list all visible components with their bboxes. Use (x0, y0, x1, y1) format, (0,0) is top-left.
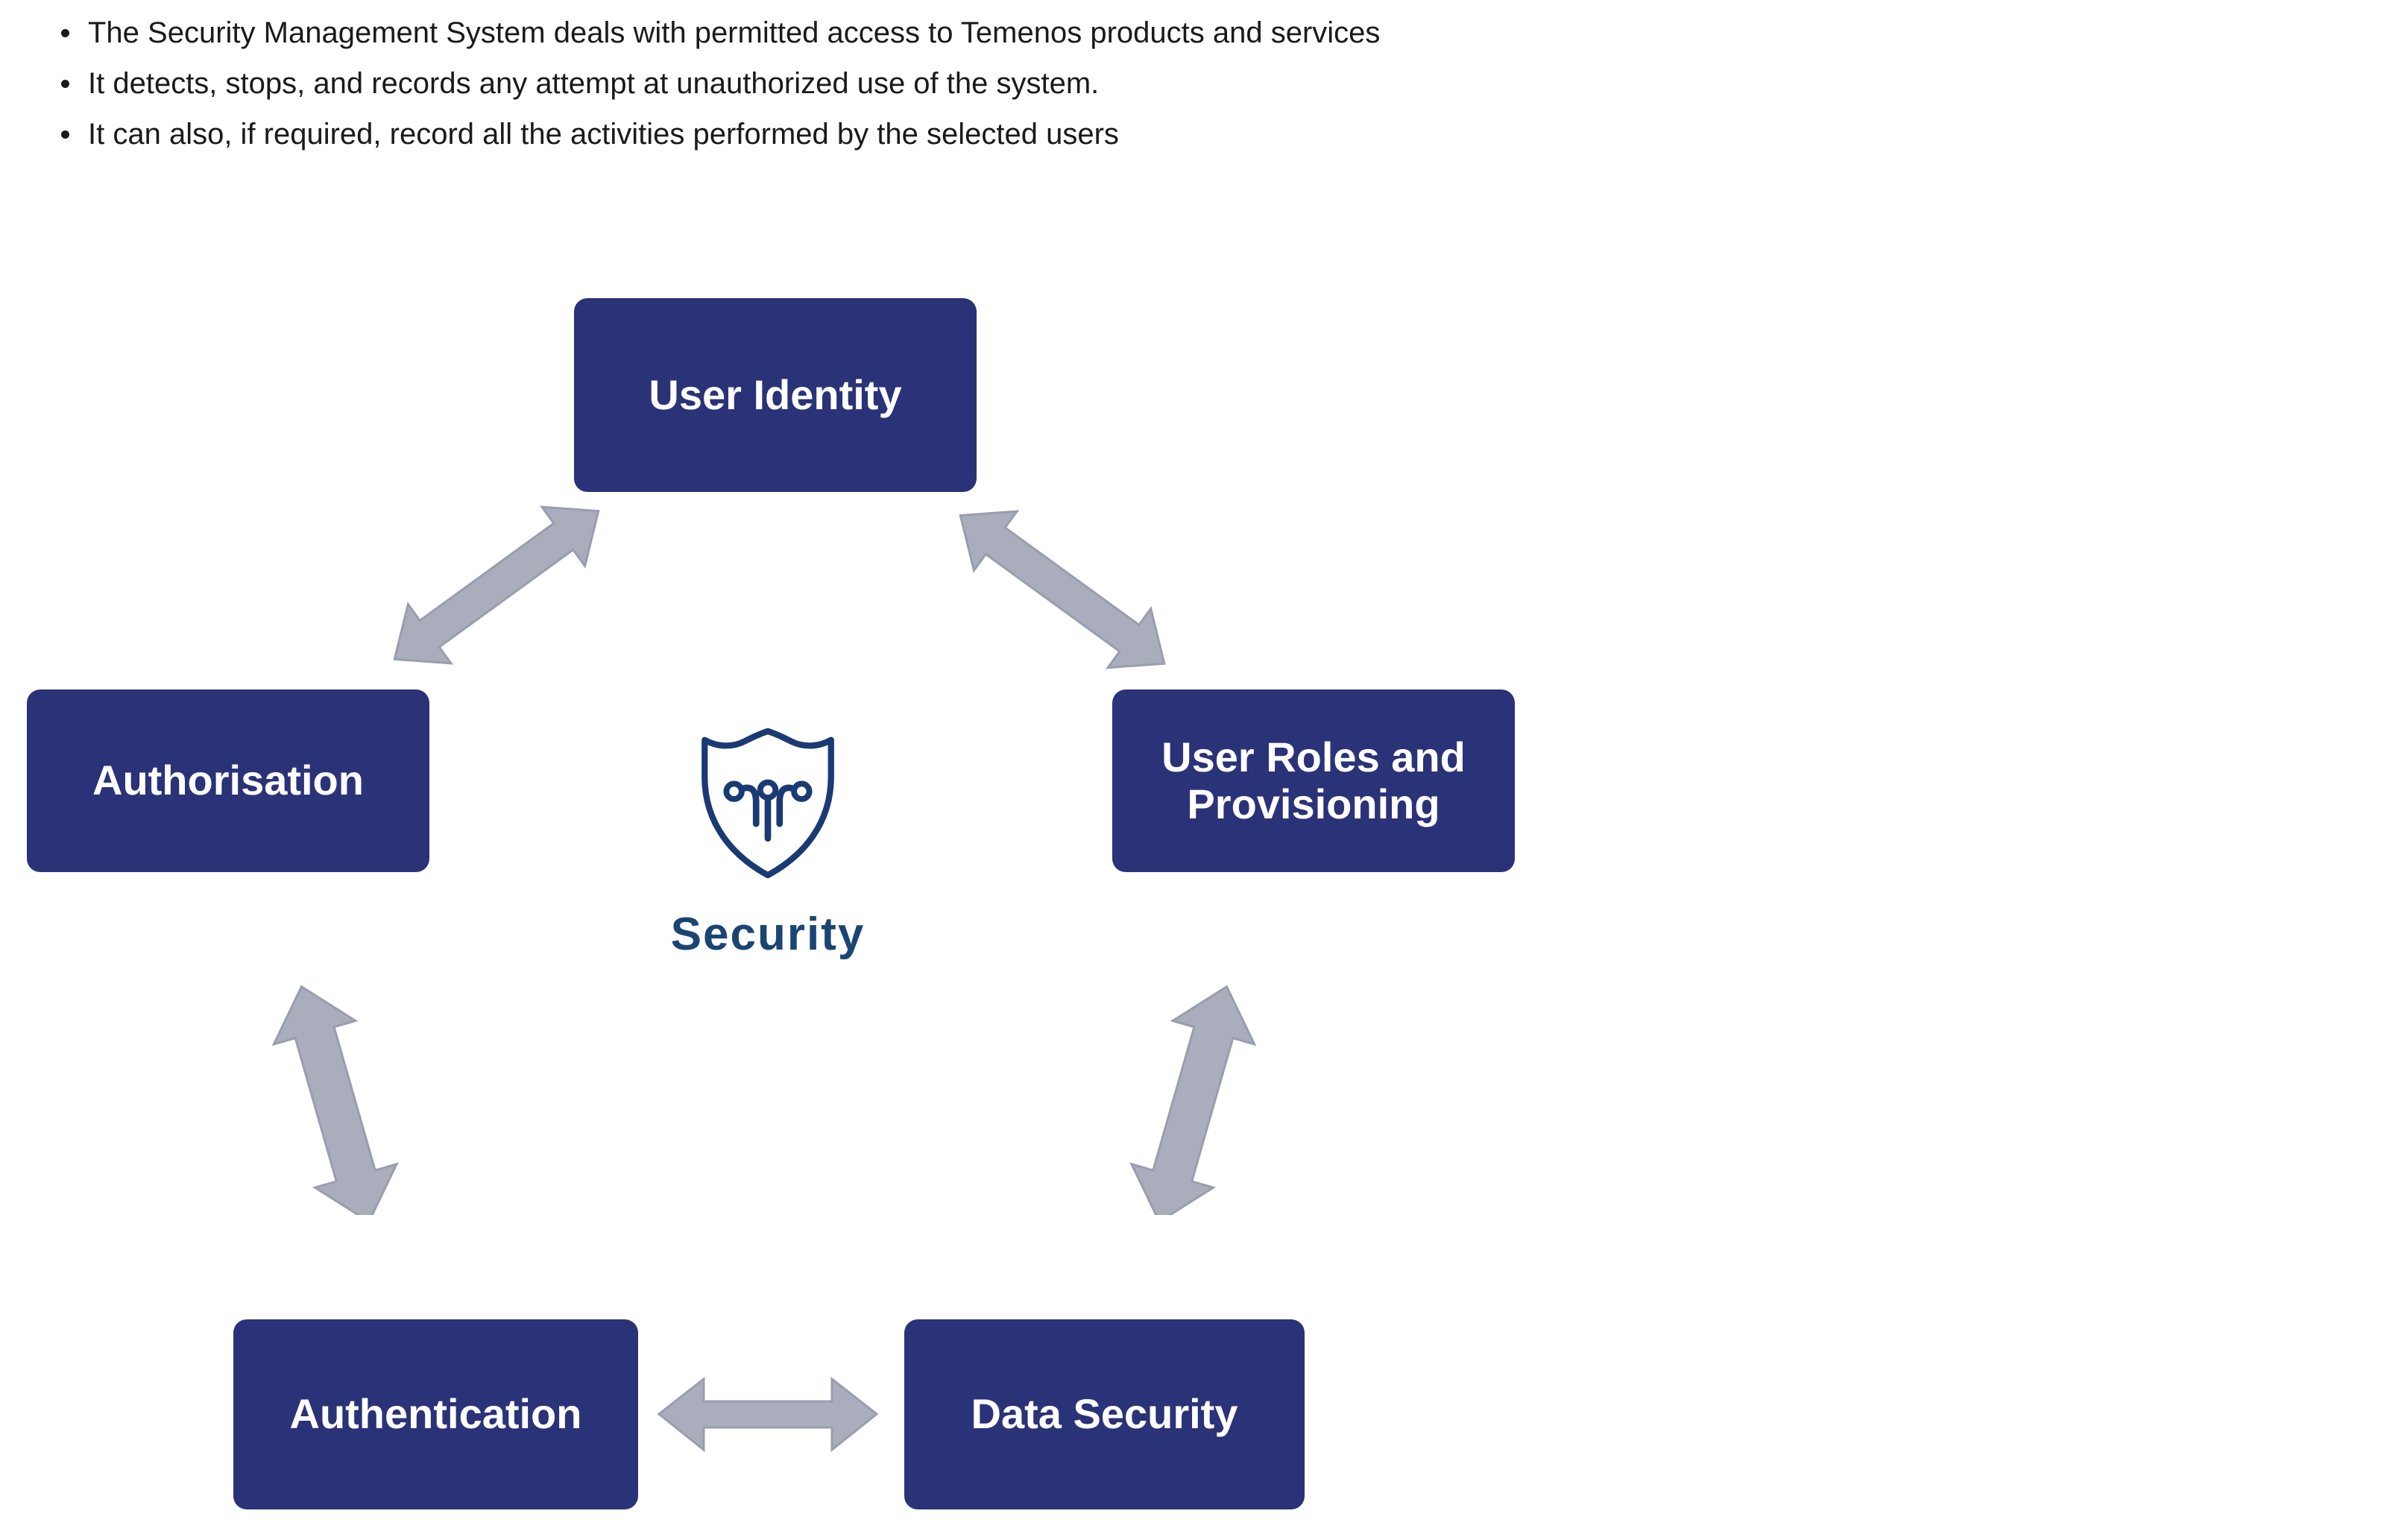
node-user-roles-and-provisioning[interactable]: User Roles and Provisioning (1112, 689, 1515, 872)
bullet-list-items: The Security Management System deals wit… (30, 7, 1968, 160)
shield-circuit-icon (701, 728, 834, 879)
diagram-centre: Security (611, 727, 924, 1010)
node-authentication[interactable]: Authentication (233, 1319, 638, 1509)
connector-authentication-authorisation (271, 985, 399, 1215)
node-label: Authentication (289, 1390, 582, 1438)
connector-data-security-user-roles (1129, 985, 1257, 1215)
connector-authentication-data-security (657, 1376, 879, 1453)
node-label: Data Security (971, 1390, 1238, 1438)
list-item: It detects, stops, and records any attem… (61, 58, 1968, 109)
list-item: The Security Management System deals wit… (61, 7, 1968, 58)
list-item: It can also, if required, record all the… (61, 109, 1968, 160)
centre-label: Security (670, 909, 866, 960)
connector-user-identity-user-roles (959, 510, 1166, 669)
node-label: User Identity (649, 370, 902, 418)
bullet-list: The Security Management System deals wit… (30, 7, 1968, 160)
connector-authorisation-user-identity (393, 505, 600, 665)
node-label: Authorisation (92, 757, 364, 804)
node-label: User Roles and Provisioning (1161, 733, 1466, 827)
node-authorisation[interactable]: Authorisation (27, 689, 429, 872)
node-user-identity[interactable]: User Identity (574, 298, 977, 492)
node-data-security[interactable]: Data Security (904, 1319, 1305, 1509)
